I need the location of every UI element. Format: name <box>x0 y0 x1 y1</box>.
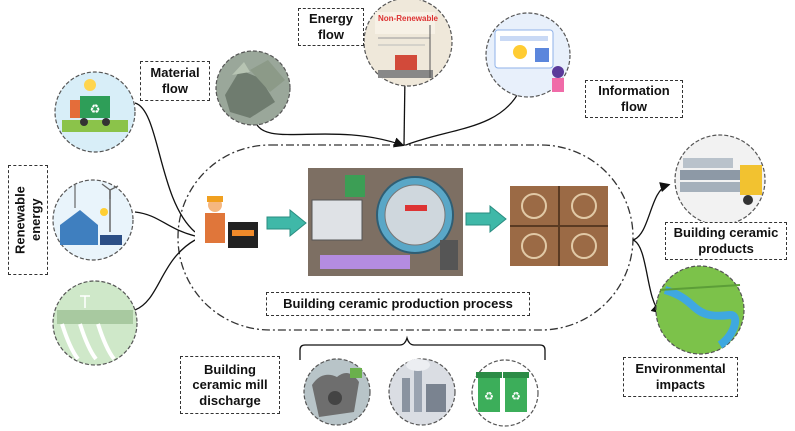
worker-icon <box>195 190 263 252</box>
hydro-dam-icon <box>52 280 138 366</box>
recycle-truck-icon: ♻ <box>54 71 136 153</box>
ceramic-tile-icon <box>510 186 608 266</box>
production-boundary <box>177 144 634 331</box>
material-flow-label: Material flow <box>140 61 210 101</box>
connector-hydro <box>134 239 196 311</box>
non-renewable-tag: Non-Renewable <box>378 14 439 23</box>
svg-text:♻: ♻ <box>90 102 101 116</box>
pollution-icon <box>303 358 371 426</box>
person-laptop-icon <box>485 12 571 98</box>
building-ceramic-products-label: Building ceramic products <box>665 222 787 260</box>
connector-material <box>254 119 405 148</box>
forklift-pipes-icon <box>674 134 766 226</box>
rocks-icon <box>215 50 291 126</box>
factory-icon <box>388 358 456 426</box>
process-arrow-2 <box>465 204 507 234</box>
connector-products <box>632 182 671 241</box>
production-process-label: Building ceramic production process <box>266 292 530 316</box>
connector-recycle <box>134 102 196 233</box>
connector-impacts <box>632 239 662 314</box>
kiln-machine-icon <box>308 168 463 276</box>
mill-discharge-label: Building ceramic mill discharge <box>180 356 280 414</box>
process-arrow-1 <box>266 208 307 238</box>
renewable-energy-label: Renewable energy <box>8 165 48 275</box>
svg-text:♻: ♻ <box>484 390 494 403</box>
environmental-impacts-label: Environmental impacts <box>623 357 738 397</box>
connector-information <box>405 89 521 146</box>
waste-bins-icon: ♻ ♻ <box>471 359 539 427</box>
connector-wind <box>134 211 196 237</box>
wind-house-icon <box>52 179 134 261</box>
energy-flow-label: Energy flow <box>298 8 364 46</box>
discharge-brace <box>299 335 546 360</box>
power-station-icon <box>363 0 453 87</box>
svg-text:♻: ♻ <box>511 390 521 403</box>
connector-energy <box>403 74 406 146</box>
river-landscape-icon <box>655 265 745 355</box>
information-flow-label: Information flow <box>585 80 683 118</box>
